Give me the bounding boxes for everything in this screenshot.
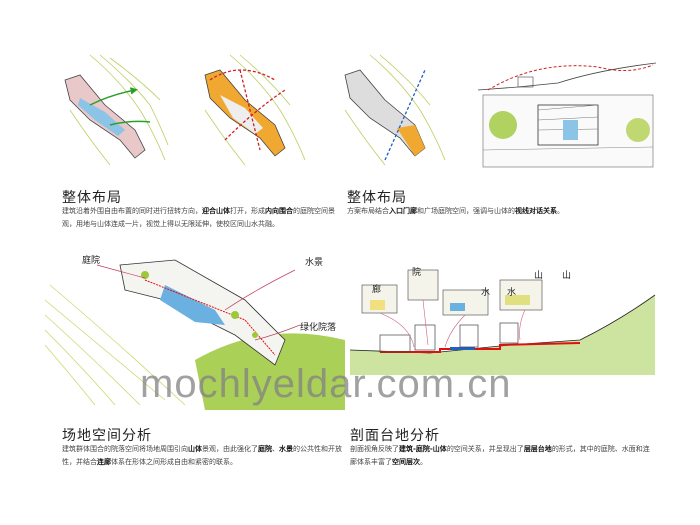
body-text: 的庭院空间景观，用地与山体连成一片，视觉上得以无限延伸，使校区同山水共融。: [62, 207, 335, 228]
emphasis-text: 层层台地: [523, 445, 552, 453]
label-mountain-1: 山: [534, 271, 544, 281]
body-text: 剖面视角反映了: [350, 445, 399, 453]
emphasis-text: 视线对话关系: [515, 207, 557, 215]
emphasis-text: 建筑-庭院-山体: [399, 445, 447, 453]
body-text: 、: [272, 445, 279, 453]
emphasis-text: 水景: [279, 445, 293, 453]
watermark: mochlyeldar.com.cn: [140, 362, 512, 406]
label-water-2: 水: [507, 288, 517, 298]
label-corridor: 廊: [372, 285, 382, 295]
section-perspective-sketch: [478, 62, 657, 168]
label-water-1: 水: [481, 288, 491, 298]
emphasis-text: 空间层次: [392, 458, 420, 466]
section-text-terrace-analysis: 剖面视角反映了建筑-庭院-山体的空间关系，并呈现出了层层台地的形式，其中的庭院、…: [350, 443, 650, 469]
emphasis-text: 入口门廊: [389, 207, 417, 215]
label-yard: 院: [412, 268, 422, 278]
emphasis-text: 庭院: [258, 445, 272, 453]
body-text: 和广场庭院空间，强调与山体的: [417, 207, 515, 215]
emphasis-text: 山体: [188, 445, 202, 453]
site-plan-diagram: [45, 259, 345, 410]
label-courtyard: 庭院: [82, 256, 101, 266]
section-title-site-analysis: 场地空间分析: [62, 428, 152, 444]
emphasis-text: 连廊: [97, 458, 111, 466]
body-text: 方案布局结合: [347, 207, 389, 215]
section-title-layout-1: 整体布局: [62, 190, 122, 206]
layout-diagram-2: [204, 54, 306, 166]
label-green-courtyard: 绿化院落: [300, 323, 337, 333]
emphasis-text: 内向围合: [265, 207, 293, 215]
section-text-layout-1: 建筑沿着外围自由布置的同时进行扭转方向，迎合山体打开，形成内向围合的庭院空间景观…: [62, 205, 347, 231]
body-text: 。: [420, 458, 427, 466]
layout-diagram-1: [64, 54, 169, 166]
section-title-layout-2: 整体布局: [347, 190, 407, 206]
section-title-terrace-analysis: 剖面台地分析: [350, 428, 440, 444]
terrace-section-diagram: [350, 269, 656, 375]
body-text: 景观，由此强化了: [202, 445, 258, 453]
emphasis-text: 迎合山体: [202, 207, 230, 215]
body-text: 打开，形成: [230, 207, 265, 215]
body-text: 的空间关系，并呈现出了: [446, 445, 524, 453]
label-water-feature: 水景: [305, 258, 324, 268]
body-text: 的形式，其中的庭院、水面和连廊体系丰富了: [350, 445, 650, 466]
section-text-site-analysis: 建筑群体围合的院落空间将场地周围引向山体景观，由此强化了庭院、水景的公共性和开放…: [62, 443, 347, 469]
section-text-layout-2: 方案布局结合入口门廊和广场庭院空间，强调与山体的视线对话关系。: [347, 205, 647, 218]
body-text: 。: [557, 207, 564, 215]
body-text: 建筑群体围合的院落空间将场地周围引向: [62, 445, 188, 453]
body-text: 体系在形体之间形成自由和紧密的联系。: [111, 458, 237, 466]
label-mountain-2: 山: [562, 271, 572, 281]
body-text: 建筑沿着外围自由布置的同时进行扭转方向，: [62, 207, 202, 215]
layout-diagram-3: [344, 54, 446, 166]
body-text: 的公共性和开放性，并结合: [62, 445, 342, 466]
